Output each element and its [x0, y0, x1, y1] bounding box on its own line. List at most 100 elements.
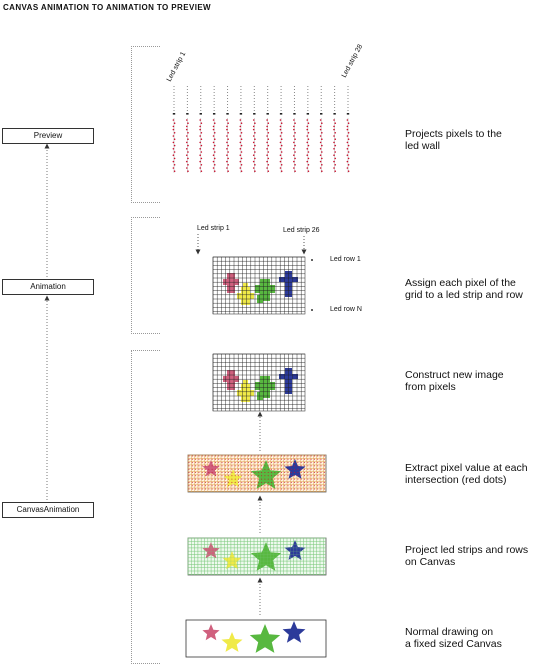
led-dot	[185, 119, 188, 121]
led-dot	[293, 154, 295, 156]
led-dot	[319, 119, 322, 121]
strip-connector	[239, 113, 243, 115]
blue-star	[282, 621, 306, 643]
led-dot	[279, 160, 282, 163]
led-dot	[293, 141, 295, 144]
led-dot	[213, 157, 216, 160]
led-dot	[294, 122, 296, 124]
led-dot	[172, 135, 175, 137]
led-dot	[279, 141, 282, 144]
led-dot	[212, 125, 215, 128]
led-dot	[199, 167, 201, 169]
bracket-animation	[131, 217, 160, 334]
strip-connector	[226, 113, 229, 115]
led-dot	[239, 128, 242, 131]
led-dot	[252, 125, 255, 128]
led-dot	[266, 141, 268, 144]
led-dot	[347, 132, 350, 134]
led-dot	[240, 164, 243, 166]
led-dot	[306, 128, 309, 131]
yellow-star	[221, 632, 243, 652]
led-dot	[173, 164, 176, 166]
led-dot	[172, 167, 175, 169]
led-dot	[187, 157, 189, 160]
led-dot	[239, 154, 242, 156]
led-dot	[319, 154, 322, 156]
led-dot	[240, 144, 243, 147]
led-dot	[307, 157, 310, 160]
led-dot	[267, 132, 270, 134]
led-dot	[252, 148, 255, 150]
led-dot	[280, 138, 283, 140]
green-star	[250, 460, 282, 489]
led-dot	[172, 119, 175, 121]
led-dot	[240, 151, 243, 153]
led-dot	[227, 132, 229, 134]
anim-label-strip-26: Led strip 26	[283, 227, 320, 234]
led-dot	[227, 138, 229, 140]
yellow-pixels	[237, 293, 254, 299]
led-dot	[307, 144, 310, 147]
led-dot	[279, 119, 282, 121]
led-dot	[239, 141, 242, 144]
led-dot	[252, 167, 255, 169]
led-dot	[293, 125, 295, 128]
led-dot	[293, 119, 295, 121]
led-dot	[333, 119, 335, 121]
page-title: CANVAS ANIMATION TO ANIMATION TO PREVIEW	[3, 3, 211, 12]
led-dot	[347, 151, 350, 153]
led-dot	[346, 148, 349, 150]
led-dot	[239, 167, 242, 169]
led-dot	[321, 122, 323, 124]
led-dot	[226, 128, 228, 131]
led-dot	[333, 154, 335, 156]
project-canvas	[187, 537, 327, 576]
led-dot	[173, 170, 176, 172]
led-dot	[254, 157, 256, 160]
constructed-image-grid	[212, 353, 306, 412]
led-dot	[293, 128, 295, 131]
led-dot	[307, 151, 310, 153]
led-dot	[252, 154, 255, 156]
led-dot	[333, 125, 335, 128]
led-dot	[280, 157, 283, 160]
led-dot	[185, 125, 188, 128]
led-dot	[173, 151, 176, 153]
led-dot	[294, 132, 296, 134]
led-dot	[187, 132, 189, 134]
led-dot	[267, 170, 270, 172]
led-dot	[226, 154, 228, 156]
yellow-pixels	[237, 390, 254, 396]
led-dot	[266, 119, 268, 121]
led-dot	[307, 170, 310, 172]
led-dot	[212, 167, 215, 169]
led-dot	[346, 154, 349, 156]
strip-connector	[306, 113, 310, 115]
led-dot	[293, 148, 295, 150]
green-star	[249, 624, 281, 653]
led-dot	[239, 160, 242, 163]
led-dot	[346, 167, 349, 169]
led-dot	[200, 144, 203, 147]
led-dot	[306, 154, 309, 156]
led-dot	[173, 157, 176, 160]
led-dot	[293, 160, 295, 163]
led-dot	[199, 160, 201, 163]
bracket-preview	[131, 46, 160, 203]
led-dot	[321, 151, 323, 153]
led-dot	[212, 128, 215, 131]
led-dot	[199, 125, 201, 128]
led-dot	[240, 157, 243, 160]
strip-connector	[333, 113, 336, 115]
led-dot	[173, 138, 176, 140]
led-dot	[226, 135, 228, 137]
stage-preview: Preview	[2, 128, 94, 144]
led-dot	[346, 128, 349, 131]
led-dot	[239, 135, 242, 137]
led-dot	[319, 135, 322, 137]
led-dot	[294, 164, 296, 166]
led-dot	[200, 170, 203, 172]
led-dot	[200, 157, 203, 160]
led-dot	[333, 167, 335, 169]
